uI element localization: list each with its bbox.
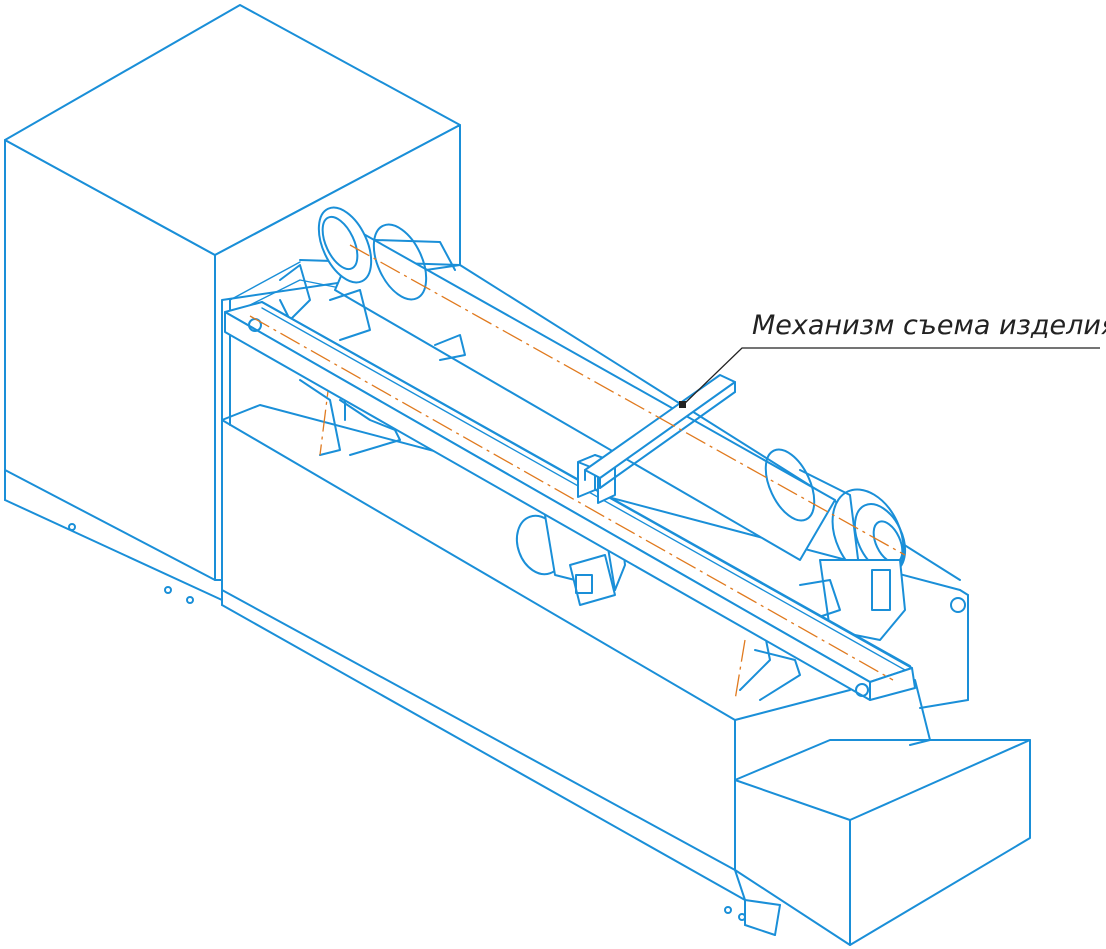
right-bearing-housing (799, 559, 906, 641)
right-end-box (734, 589, 1031, 946)
callout-label: Механизм съема изделия (752, 310, 1106, 341)
callout: Механизм съема изделия (679, 310, 1106, 408)
roller (317, 206, 907, 582)
stripping-mechanism (577, 374, 736, 504)
left-housing (4, 4, 461, 604)
callout-leader-dot (679, 401, 686, 408)
roller-axis (349, 244, 906, 556)
guide-beam (224, 301, 916, 701)
callout-leader (682, 347, 1100, 406)
